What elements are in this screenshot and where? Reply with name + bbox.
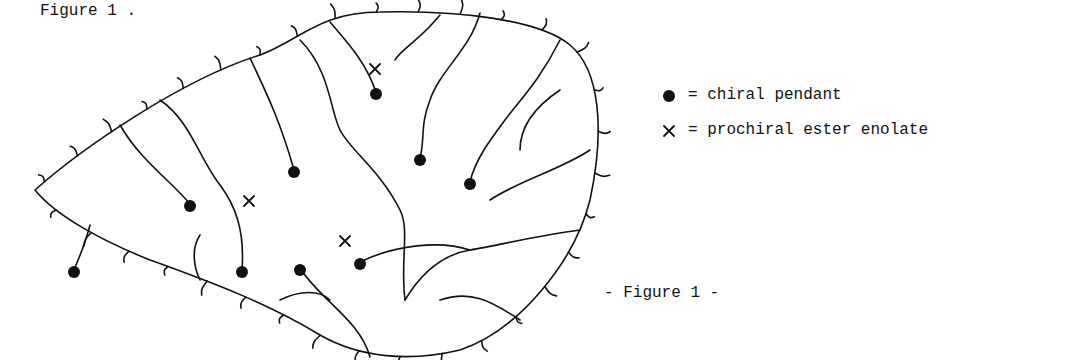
chiral-pendant-dots (68, 88, 675, 278)
chain-end (70, 146, 77, 156)
chain-end (501, 11, 504, 20)
chain-end (331, 4, 336, 18)
figure-label: Figure 1 . (40, 2, 136, 21)
chain-end (460, 0, 463, 14)
chain-end (595, 173, 610, 176)
network-chains (74, 13, 590, 357)
chain-end (398, 357, 400, 360)
chain-end (279, 315, 283, 323)
chain-end (355, 351, 359, 360)
gel-outline (35, 12, 598, 357)
chain-end (545, 286, 557, 295)
chain-end (482, 341, 488, 352)
legend-text: = prochiral ester enolate (688, 121, 928, 140)
figure-caption: - Figure 1 - (604, 284, 719, 303)
chain-end (418, 0, 420, 12)
chain-end (142, 101, 147, 109)
chain-end (202, 281, 208, 295)
chain-end (124, 251, 129, 262)
chain-end (313, 335, 321, 348)
chain-end (51, 210, 57, 217)
chain-end (103, 119, 111, 131)
chain-end (291, 26, 297, 36)
chain-end (164, 266, 168, 274)
chain-end (594, 88, 603, 91)
chain-end (598, 131, 610, 133)
chain-end (577, 42, 589, 52)
chain-end (441, 354, 444, 360)
prochiral-ester-enolate-marks (244, 64, 674, 246)
chain-end (568, 252, 578, 258)
chain-end (241, 297, 246, 308)
chain-end (178, 78, 184, 89)
chain-end (257, 47, 261, 55)
chain-end (542, 19, 547, 30)
chain-end (586, 214, 595, 218)
chain-end (376, 3, 378, 12)
legend-text: = chiral pendant (688, 86, 842, 105)
chain-end (39, 175, 45, 182)
chain-end (215, 56, 221, 70)
outer-chain-ends (39, 0, 610, 360)
